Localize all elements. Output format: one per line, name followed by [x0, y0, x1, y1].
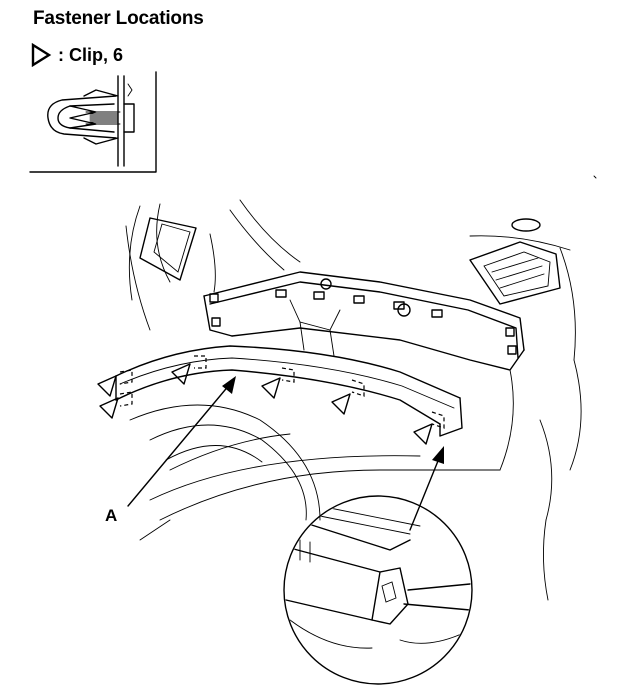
- clip-marker-icon: [413, 423, 433, 445]
- clip-marker-icon: [171, 363, 191, 385]
- triangle-outline-icon: [31, 43, 52, 67]
- callout-label-a: A: [105, 506, 118, 525]
- callout-arrows: [127, 376, 444, 531]
- legend-label: : Clip, 6: [58, 44, 124, 65]
- vehicle-body: [125, 199, 582, 601]
- clip-marker-icon: [99, 397, 119, 419]
- trim-piece-a: [115, 345, 463, 437]
- clip-markers: [97, 363, 433, 445]
- clip-marker-icon: [261, 377, 281, 399]
- diagram-title: Fastener Locations: [33, 8, 204, 29]
- clip-marker-icon: [331, 393, 351, 415]
- fastener-legend: : Clip, 6: [30, 42, 123, 68]
- clip-marker-icon: [97, 375, 117, 397]
- clip-detail-inset: [29, 71, 157, 173]
- magnified-detail: [283, 495, 473, 685]
